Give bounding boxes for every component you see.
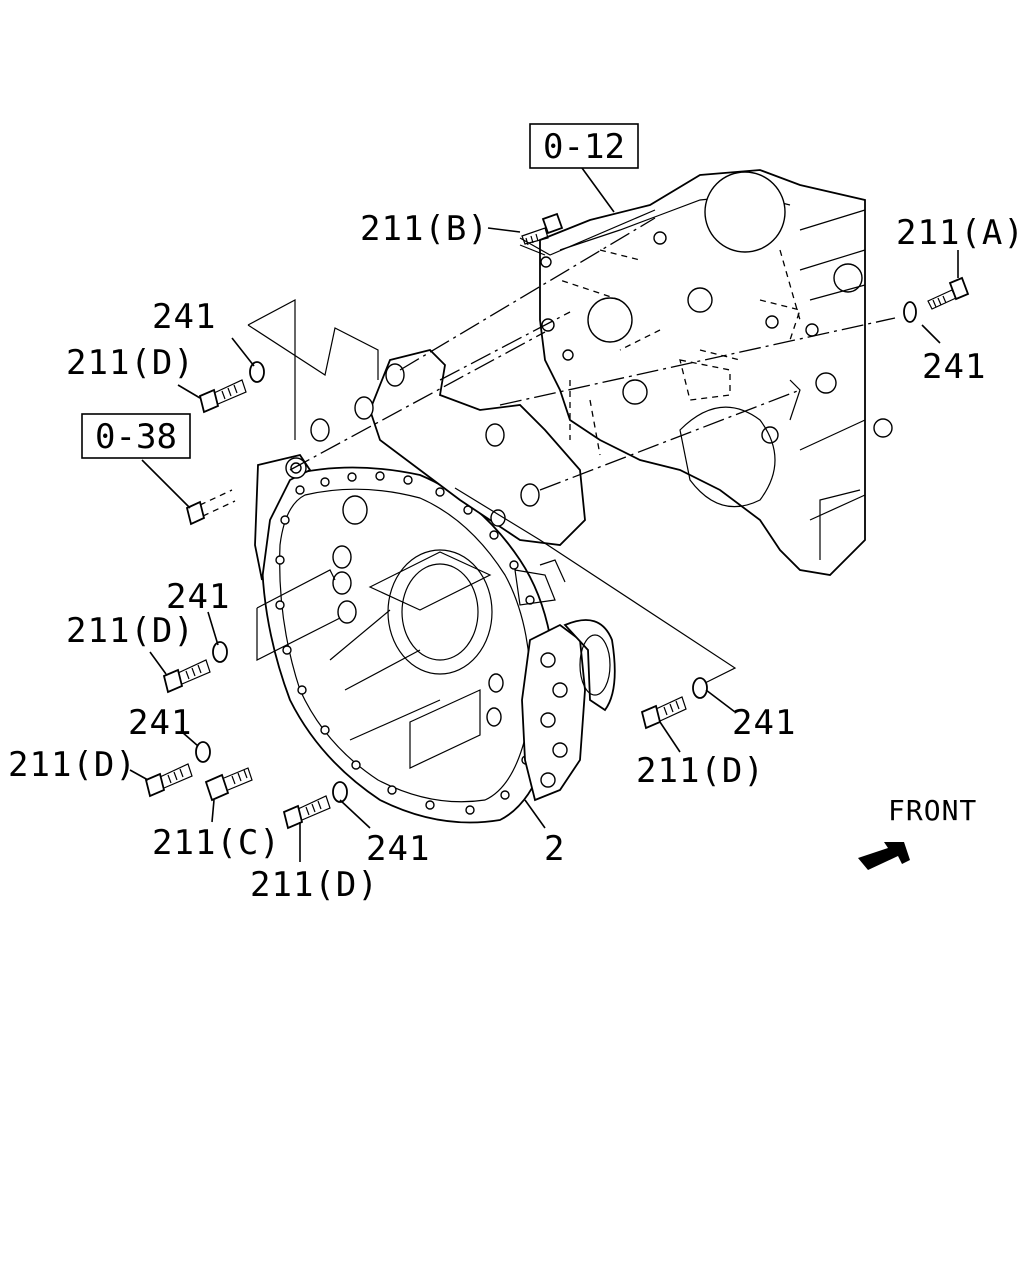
label-211-b: 211(B) (360, 209, 489, 249)
label-211-d-ll: 211(D) (8, 745, 137, 785)
label-211-d-r: 211(D) (636, 751, 765, 791)
bolt-211-d-r (640, 696, 687, 730)
ref-box-0-12[interactable]: 0-12 (529, 123, 639, 169)
label-211-c: 211(C) (152, 823, 281, 863)
assembly-lines (247, 209, 896, 769)
label-241-r: 241 (732, 703, 796, 743)
label-241-ml: 241 (166, 577, 230, 617)
label-211-d-ml: 211(D) (66, 611, 195, 651)
bolt-211-a (927, 276, 970, 310)
front-arrow-icon (858, 842, 910, 870)
washer-241-ur (903, 301, 917, 323)
label-211-d-b: 211(D) (250, 865, 379, 905)
label-211-d-ul: 211(D) (66, 343, 195, 383)
callout-leaders (129, 167, 959, 862)
bolt-211-d-ul (198, 379, 247, 414)
washer-241-r (692, 677, 708, 699)
label-part-2: 2 (544, 829, 565, 869)
bolt-0-38 (185, 489, 236, 526)
washer-241-ul (249, 361, 265, 383)
bolt-211-b (521, 212, 564, 246)
washer-241-b (332, 781, 348, 803)
label-241-ur: 241 (922, 347, 986, 387)
washer-241-ml (212, 641, 228, 663)
flywheel-housing (254, 349, 616, 824)
bolt-211-d-b (282, 795, 331, 830)
engine-block (539, 169, 893, 576)
label-241-ul: 241 (152, 297, 216, 337)
ref-0-12-text: 0-12 (543, 127, 625, 167)
label-241-b: 241 (366, 829, 430, 869)
bolt-211-d-ml (162, 659, 211, 694)
front-indicator: FRONT (858, 794, 977, 870)
ref-box-0-38[interactable]: 0-38 (81, 413, 191, 459)
bolt-211-d-ll (144, 763, 193, 798)
label-211-a: 211(A) (896, 213, 1024, 253)
ref-0-38-text: 0-38 (95, 417, 177, 457)
front-label: FRONT (888, 794, 977, 827)
label-241-ll: 241 (128, 703, 192, 743)
washer-241-ll (195, 741, 211, 763)
bolt-211-c (204, 767, 253, 802)
